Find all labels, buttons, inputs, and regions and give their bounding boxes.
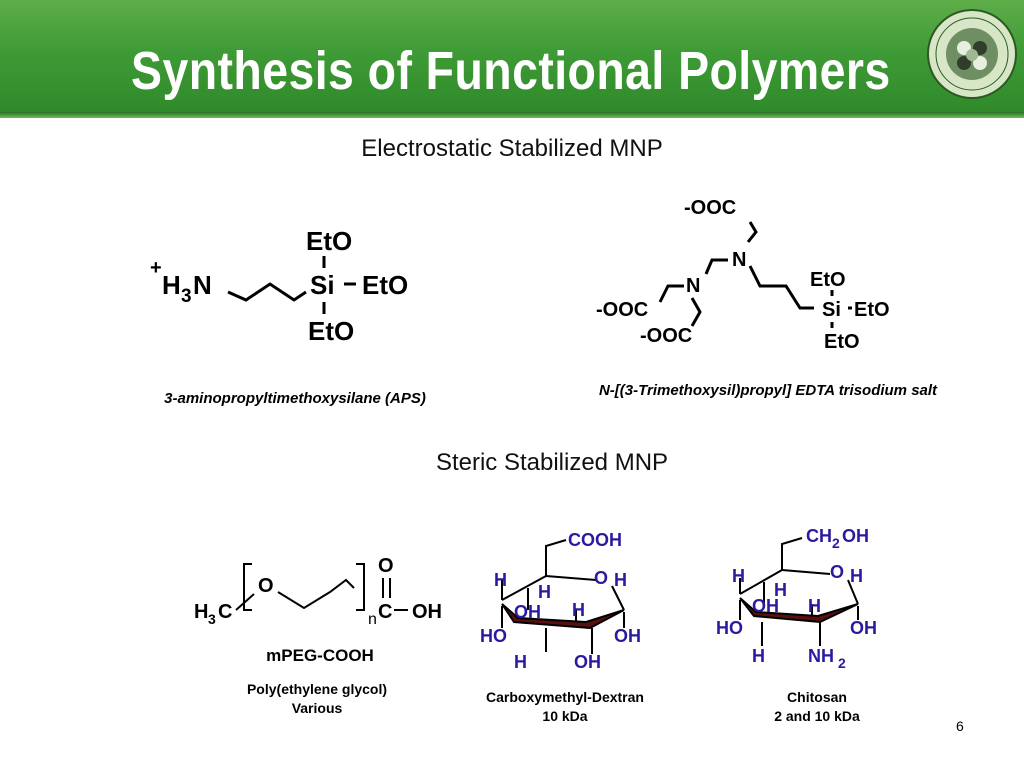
aps-h: H <box>162 270 181 300</box>
dextran-ring-front <box>501 603 625 630</box>
chitosan-structure: CH 2 OH H O H H OH H HO OH H NH 2 <box>716 526 877 671</box>
chitosan-oh-top: OH <box>842 526 869 546</box>
dextran-structure: COOH H O H H OH H HO OH H OH <box>480 530 641 672</box>
dextran-caption-line2: 10 kDa <box>542 708 588 724</box>
edta-arm-left <box>658 284 684 303</box>
dextran-caption: Carboxymethyl-Dextran 10 kDa <box>460 688 670 726</box>
edta-n1: N <box>732 249 746 271</box>
edta-structure: -OOC N N -OOC -OOC EtO Si EtO EtO <box>596 197 890 353</box>
edta-propyl-chain <box>748 265 814 310</box>
chitosan-oh2: OH <box>850 618 877 638</box>
dextran-ring-o-c1 <box>611 585 625 611</box>
aps-eto-top: EtO <box>306 226 352 256</box>
dextran-ch2-bond <box>545 539 567 576</box>
chitosan-h5: H <box>752 646 765 666</box>
steric-heading: Steric Stabilized MNP <box>435 449 669 476</box>
mpeg-sub3: 3 <box>208 611 216 627</box>
edta-si: Si <box>822 299 841 321</box>
edta-ooc-top: -OOC <box>684 197 736 219</box>
mpeg-h: H <box>194 601 208 623</box>
edta-eto-right: EtO <box>854 299 890 321</box>
chitosan-ch2-bond <box>781 537 803 570</box>
dextran-o: O <box>594 568 608 588</box>
dextran-ring-top-left <box>501 575 547 601</box>
mpeg-c-methyl: C <box>218 601 232 623</box>
edta-arm-bottom <box>690 297 702 327</box>
chitosan-nh: NH <box>808 646 834 666</box>
dextran-h5: H <box>514 652 527 672</box>
dextran-oh2: OH <box>614 626 641 646</box>
chitosan-h2: H <box>850 566 863 586</box>
university-seal-icon <box>927 9 1017 99</box>
mpeg-caption: Poly(ethylene glycol) Various <box>210 680 424 718</box>
mpeg-o-ring: O <box>258 575 274 597</box>
edta-bridge <box>704 258 728 275</box>
edta-n2: N <box>686 275 700 297</box>
aps-plus: + <box>150 257 162 279</box>
aps-name: 3-aminopropyltimethoxysilane (APS) <box>164 390 426 407</box>
mpeg-o-carbonyl: O <box>378 555 394 577</box>
chitosan-ch: CH <box>806 526 832 546</box>
mpeg-c-acid: C <box>378 601 392 623</box>
mpeg-caption-line2: Various <box>291 700 343 716</box>
chitosan-caption-line2: 2 and 10 kDa <box>774 708 860 724</box>
dextran-ho: HO <box>480 626 507 646</box>
chitosan-o: O <box>830 562 844 582</box>
dextran-cooh: COOH <box>568 530 622 550</box>
chitosan-h1: H <box>732 566 745 586</box>
chitosan-caption: Chitosan 2 and 10 kDa <box>712 688 922 726</box>
edta-ooc-left: -OOC <box>596 299 648 321</box>
mpeg-bracket-left <box>243 563 252 611</box>
page-number: 6 <box>956 718 964 734</box>
aps-eto-right: EtO <box>362 270 408 300</box>
edta-eto-top: EtO <box>810 269 846 291</box>
mpeg-name: mPEG-COOH <box>266 646 374 665</box>
dextran-oh1: OH <box>514 602 541 622</box>
aps-sub3: 3 <box>181 286 192 307</box>
chitosan-h4: H <box>808 596 821 616</box>
edta-arm-top <box>746 221 758 243</box>
dextran-caption-line1: Carboxymethyl-Dextran <box>486 689 644 705</box>
chitosan-ring-o-c1 <box>847 579 859 605</box>
chitosan-sub2: 2 <box>832 535 840 551</box>
mpeg-ethylene-chain <box>277 578 355 610</box>
chitosan-ring-front <box>739 597 859 624</box>
mpeg-bond-methyl <box>235 593 255 611</box>
mpeg-oh: OH <box>412 601 442 623</box>
dextran-h1: H <box>494 570 507 590</box>
chitosan-caption-line1: Chitosan <box>787 689 847 705</box>
aps-structure: + H 3 N Si EtO EtO EtO <box>150 226 408 346</box>
chitosan-ho: HO <box>716 618 743 638</box>
dextran-ring-top-right <box>545 575 597 581</box>
edta-eto-bottom: EtO <box>824 331 860 353</box>
chitosan-oh1: OH <box>752 596 779 616</box>
slide-title: Synthesis of Functional Polymers <box>131 41 891 101</box>
edta-name: N-[(3-Trimethoxysil)propyl] EDTA trisodi… <box>598 382 938 399</box>
chitosan-sub2b: 2 <box>838 655 846 671</box>
mpeg-n: n <box>368 611 377 628</box>
edta-ooc-bottom: -OOC <box>640 325 692 347</box>
aps-propyl-chain <box>227 282 307 302</box>
dextran-h2: H <box>614 570 627 590</box>
dextran-h3: H <box>538 582 551 602</box>
dextran-h4: H <box>572 600 585 620</box>
mpeg-caption-line1: Poly(ethylene glycol) <box>246 681 388 697</box>
title-bar-rule <box>0 112 1024 118</box>
aps-si: Si <box>310 270 335 300</box>
aps-eto-bottom: EtO <box>308 316 354 346</box>
chitosan-ring-top-left <box>739 569 783 595</box>
mpeg-structure: O O H 3 C C OH n <box>194 555 442 628</box>
title-bar <box>0 0 1024 112</box>
dextran-oh3: OH <box>574 652 601 672</box>
electrostatic-heading: Electrostatic Stabilized MNP <box>361 135 663 162</box>
chitosan-h3: H <box>774 580 787 600</box>
chitosan-ring-top-right <box>781 569 831 575</box>
mpeg-bracket-right <box>356 563 365 611</box>
aps-n: N <box>193 270 212 300</box>
